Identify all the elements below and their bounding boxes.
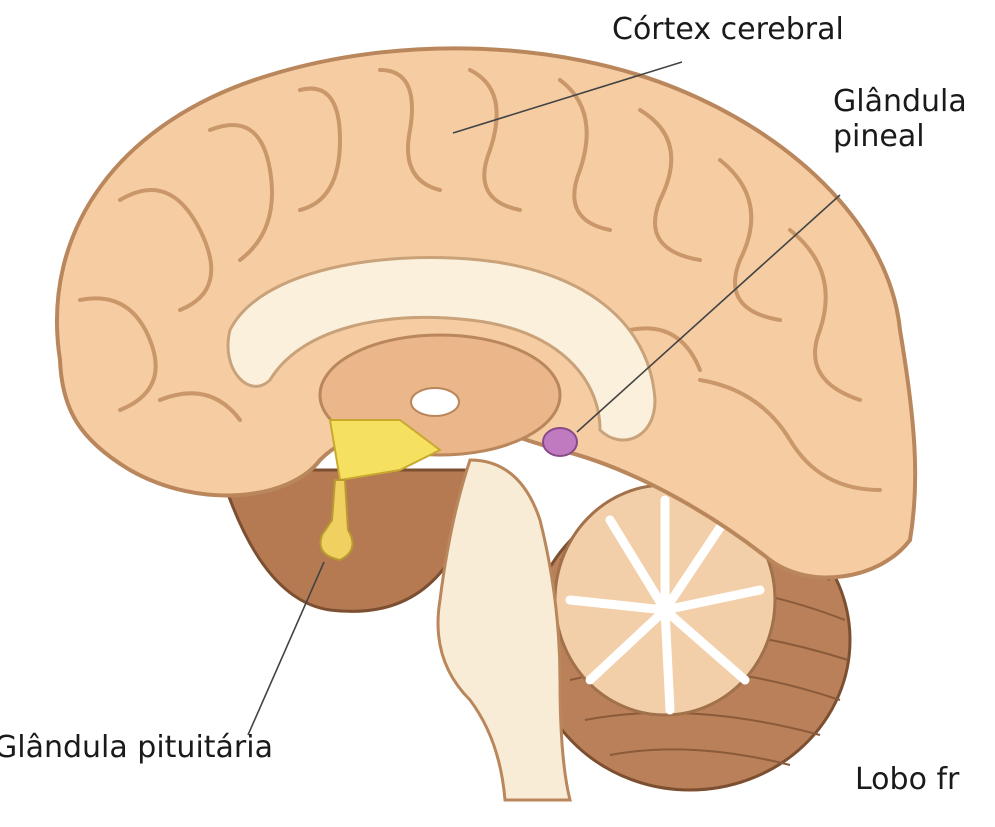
cortex-label: Córtex cerebral <box>612 12 844 47</box>
pituitary-label: Glândula pituitária <box>0 730 273 765</box>
pineal-label: Glândula pineal <box>833 84 967 155</box>
pineal-label-line1: Glândula <box>833 84 967 119</box>
brainstem <box>438 460 570 800</box>
pineal-gland <box>543 428 577 456</box>
pineal-label-line2: pineal <box>833 119 967 154</box>
interthalamic-adhesion <box>411 388 459 416</box>
lobo-label: Lobo fr <box>855 762 959 797</box>
